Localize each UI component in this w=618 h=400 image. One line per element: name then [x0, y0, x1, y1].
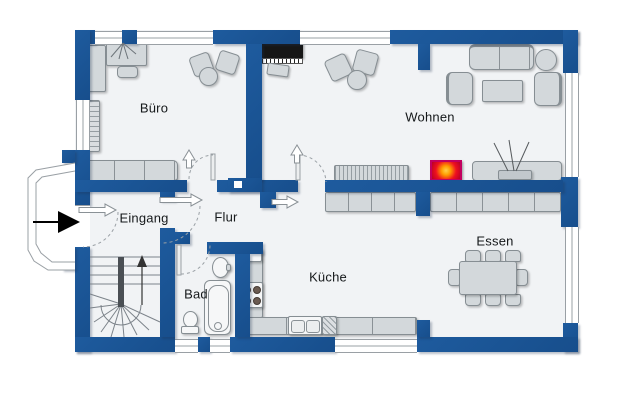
radiator: [334, 165, 409, 181]
bathtub: [204, 280, 231, 335]
window-top-2: [137, 31, 213, 45]
burner: [253, 297, 261, 305]
toilet-tank: [181, 326, 199, 334]
wall-staircase-right: [160, 228, 175, 337]
desk: [106, 42, 147, 66]
wall-top-pier-1: [122, 30, 137, 44]
wall-stub-wohnen-north: [418, 44, 430, 70]
kitchen-counter-north: [325, 192, 416, 212]
piano: [253, 42, 303, 58]
wall-middle-left: [75, 180, 187, 192]
wall-right-upper: [563, 30, 578, 73]
window-left-buero: [76, 100, 90, 150]
wall-stub-flur-left: [160, 192, 175, 201]
window-top-3: [300, 31, 390, 45]
wall-stub-kueche-essen-top: [416, 192, 430, 216]
room-label-buero: Büro: [139, 100, 169, 116]
fireplace: [430, 160, 462, 181]
window-bottom-bad-1: [175, 339, 198, 353]
sink-unit: [288, 316, 322, 335]
round-table: [199, 67, 218, 86]
wall-top-right: [390, 30, 578, 44]
dining-chair: [465, 294, 481, 306]
wall-left-lower: [75, 247, 90, 352]
wall-stub-kueche-essen-bottom: [417, 320, 430, 337]
window-bottom-bad-2: [210, 339, 230, 353]
dining-chair: [516, 269, 528, 286]
window-right-essen: [565, 227, 579, 323]
tv-unit: [498, 170, 532, 180]
dining-table: [459, 261, 517, 295]
entrance-door-opening: [75, 205, 90, 249]
room-label-wohnen: Wohnen: [405, 109, 455, 125]
sideboard-essen: [430, 192, 561, 212]
dining-chair: [485, 294, 501, 306]
wall-divider-buero-wohnen: [246, 44, 262, 180]
wall-middle-right: [325, 180, 563, 192]
wall-bottom-stairs: [75, 337, 175, 352]
room-label-kueche: Küche: [309, 269, 347, 285]
porch-stub-bottom: [62, 247, 75, 270]
bathtub-inner: [208, 285, 229, 332]
wall-bottom-essen: [417, 337, 578, 352]
armchair-right: [534, 72, 562, 106]
sink-bowl: [306, 320, 320, 333]
armchair-left: [446, 72, 473, 105]
porch-stub-top: [62, 150, 75, 163]
dining-chair: [505, 294, 521, 306]
chimney-notch: [234, 181, 242, 188]
round-table: [347, 70, 367, 90]
burner: [253, 286, 261, 294]
basin-tap: [226, 264, 231, 271]
window-bottom-kueche: [335, 339, 417, 353]
wall-top-middle: [213, 30, 300, 44]
wall-left-upper: [75, 30, 90, 100]
sink-bowl: [291, 320, 305, 333]
room-label-flur: Flur: [214, 209, 238, 225]
bathtub-drain: [214, 322, 222, 330]
coffee-table: [482, 80, 523, 102]
room-label-eingang: Eingang: [119, 210, 169, 226]
window-right-wohnen: [565, 73, 579, 177]
wall-bad-north: [207, 242, 263, 254]
wall-right-middle: [561, 177, 578, 227]
side-table: [535, 49, 557, 71]
window-top-1: [95, 31, 122, 45]
sofa-wohnen: [469, 44, 534, 70]
wall-bad-kueche: [235, 254, 250, 337]
desk-chair: [117, 66, 138, 78]
wall-stub-flur-right: [260, 192, 276, 208]
wall-bottom-kueche: [230, 337, 335, 352]
wall-left-middle: [75, 150, 90, 205]
room-label-bad: Bad: [184, 286, 208, 302]
room-label-essen: Essen: [476, 233, 514, 249]
wall-staircase-stub: [175, 232, 190, 244]
dishwasher: [322, 316, 337, 335]
wall-bottom-pier: [198, 337, 210, 352]
